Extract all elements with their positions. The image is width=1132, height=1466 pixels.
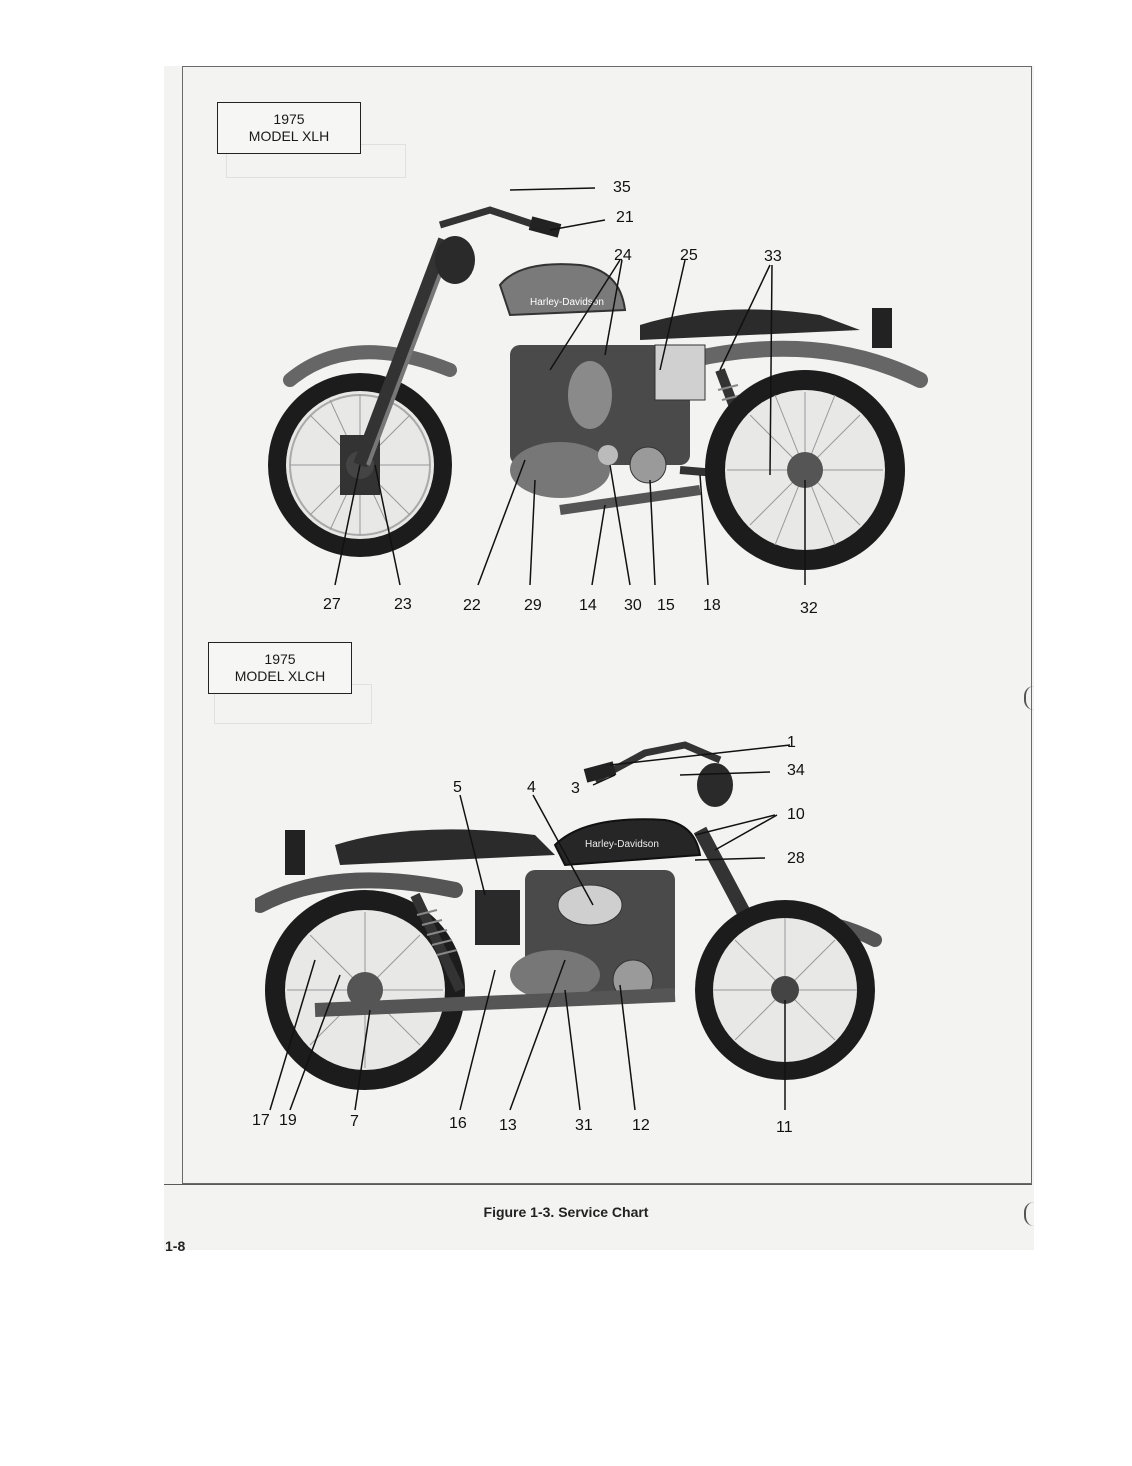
callout-19: 19 (279, 1112, 297, 1129)
callout-25: 25 (680, 247, 698, 264)
callout-22: 22 (463, 597, 481, 614)
motorcycle-photo-xlh: Harley-Davidson (268, 187, 928, 586)
callout-17: 17 (252, 1112, 270, 1129)
callout-7: 7 (350, 1113, 359, 1130)
page-edge-mark (1024, 686, 1034, 710)
callout-35: 35 (613, 179, 631, 196)
motorcycle-photo-xlch: Harley-Davidson (255, 741, 882, 1111)
callout-1: 1 (787, 734, 796, 751)
callout-5: 5 (453, 779, 462, 796)
callout-14: 14 (579, 597, 597, 614)
chart-frame (182, 66, 1032, 1184)
callout-21: 21 (616, 209, 634, 226)
model-label-xlch: 1975 MODEL XLCH (208, 642, 352, 694)
callout-18: 18 (703, 597, 721, 614)
callout-11: 11 (776, 1119, 793, 1136)
tank-logo: Harley-Davidson (585, 839, 659, 850)
frame-bottom-rule (164, 1184, 1032, 1185)
callout-12: 12 (632, 1117, 650, 1134)
model-label-xlh: 1975 MODEL XLH (217, 102, 361, 154)
callout-4: 4 (527, 779, 536, 796)
page-edge-mark (1024, 1202, 1034, 1226)
model-year: 1975 (273, 111, 305, 127)
tank-logo: Harley-Davidson (530, 297, 604, 308)
figure-caption: Figure 1-3. Service Chart (483, 1204, 649, 1220)
callout-13: 13 (499, 1117, 517, 1134)
callout-10: 10 (787, 806, 805, 823)
callout-32: 32 (800, 600, 818, 617)
model-year: 1975 (264, 651, 296, 667)
callout-31: 31 (575, 1117, 593, 1134)
callout-23: 23 (394, 596, 412, 613)
callout-15: 15 (657, 597, 675, 614)
callout-16: 16 (449, 1115, 467, 1132)
callout-3: 3 (571, 780, 580, 797)
page-number: 1-8 (165, 1238, 186, 1254)
model-name: MODEL XLH (248, 128, 330, 144)
callout-24: 24 (614, 247, 632, 264)
model-name: MODEL XLCH (234, 668, 326, 684)
callout-29: 29 (524, 597, 542, 614)
callout-33: 33 (764, 248, 782, 265)
callout-30: 30 (624, 597, 642, 614)
callout-34: 34 (787, 762, 805, 779)
callout-27: 27 (323, 596, 341, 613)
callout-28: 28 (787, 850, 805, 867)
